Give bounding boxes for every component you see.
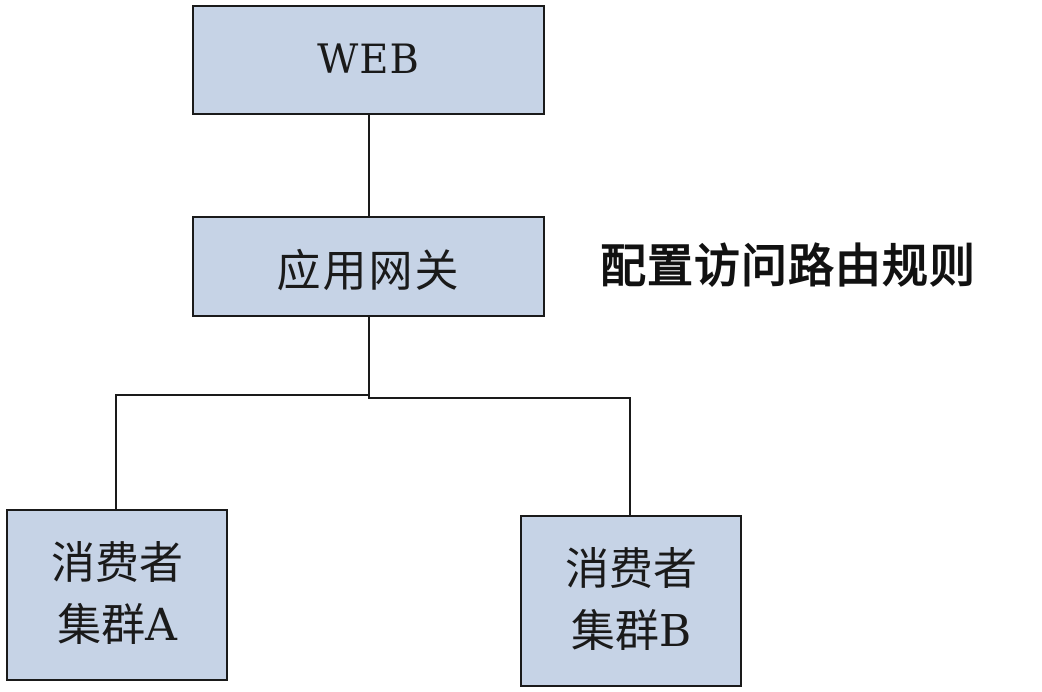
node-cluster-b: 消费者 集群B bbox=[520, 515, 742, 687]
connector-to-cluster-a bbox=[115, 394, 369, 509]
node-web: WEB bbox=[192, 5, 545, 115]
node-cluster-a: 消费者 集群A bbox=[6, 509, 228, 681]
node-gateway: 应用网关 bbox=[192, 216, 545, 317]
node-cluster-b-line2: 集群B bbox=[570, 606, 692, 657]
routing-rule-annotation: 配置访问路由规则 bbox=[600, 239, 976, 293]
connector-to-cluster-b bbox=[368, 395, 631, 515]
node-cluster-a-line1: 消费者 bbox=[51, 538, 183, 589]
node-cluster-a-line2: 集群A bbox=[57, 600, 177, 651]
node-gateway-label: 应用网关 bbox=[276, 245, 461, 297]
node-web-label: WEB bbox=[317, 37, 420, 83]
node-cluster-b-line1: 消费者 bbox=[565, 544, 697, 595]
